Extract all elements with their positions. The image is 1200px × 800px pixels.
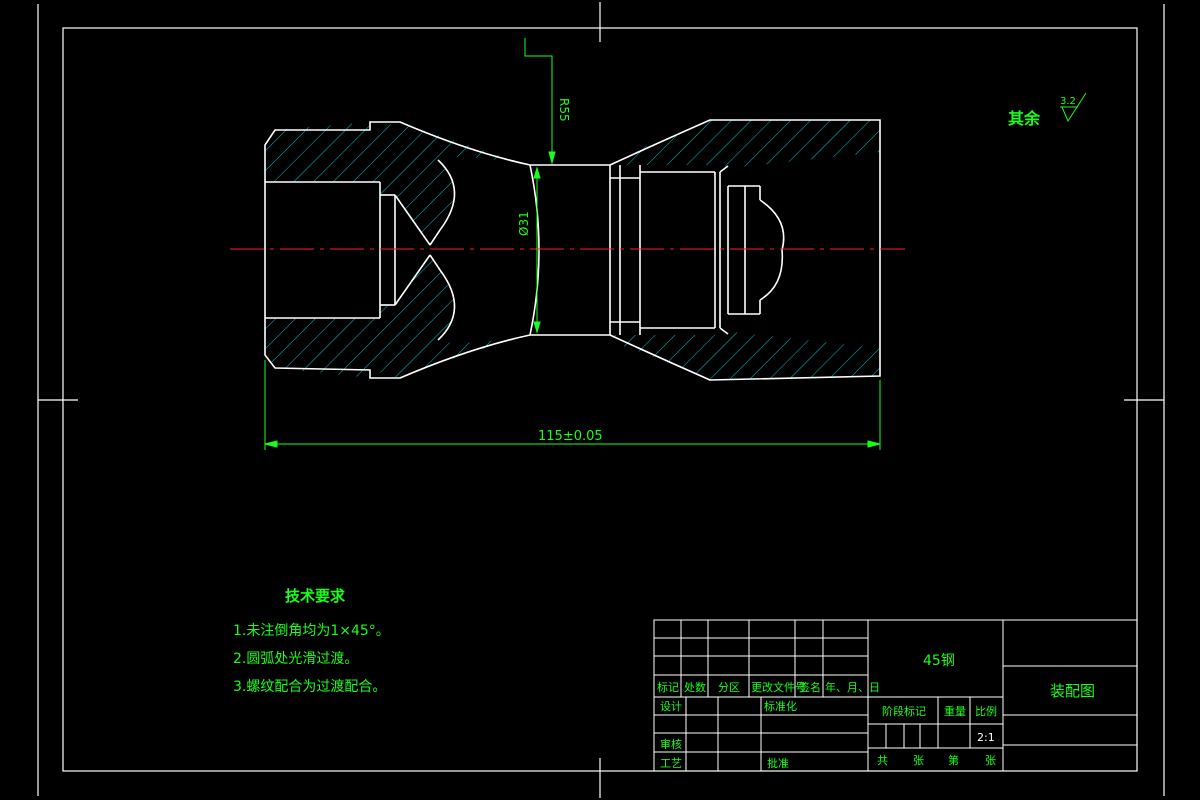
header-count: 处数 xyxy=(684,681,706,694)
title-block: 45钢 装配图 标记 处数 分区 更改文件号 签名 年、月、日 设计 标准化 审… xyxy=(653,619,1138,772)
header-mark: 标记 xyxy=(657,680,679,694)
diameter-dimension: Ø31 xyxy=(517,211,531,236)
label-process: 工艺 xyxy=(660,757,682,770)
header-zone: 分区 xyxy=(718,681,740,694)
length-dimension: 115±0.05 xyxy=(538,429,603,444)
tech-req-item-2: 2.圆弧处光滑过渡。 xyxy=(233,650,358,667)
scale-value: 2:1 xyxy=(977,731,995,744)
tech-req-item-3: 3.螺纹配合为过渡配合。 xyxy=(233,679,386,695)
label-stage-mark: 阶段标记 xyxy=(882,704,926,718)
label-sheets-2: 张 xyxy=(985,754,996,767)
tech-req-item-1: 1.未注倒角均为1×45°。 xyxy=(233,623,390,639)
label-total: 共 xyxy=(877,754,888,767)
tech-req-title: 技术要求 xyxy=(285,587,346,605)
label-review: 审核 xyxy=(660,737,682,751)
surface-finish-value: 3.2 xyxy=(1060,96,1076,107)
drawing-name: 装配图 xyxy=(1050,682,1095,700)
label-weight: 重量 xyxy=(944,704,966,718)
label-scale: 比例 xyxy=(975,704,997,718)
header-signature: 签名 xyxy=(799,680,821,694)
surface-finish-label: 其余 xyxy=(1008,109,1041,128)
part-outline xyxy=(264,119,881,381)
label-sheets-1: 张 xyxy=(913,754,924,767)
radius-dimension: R55 xyxy=(557,98,571,122)
section-hatching xyxy=(265,120,880,380)
header-change-doc: 更改文件号 xyxy=(751,680,806,694)
header-date: 年、月、日 xyxy=(825,680,880,694)
drawing-frame xyxy=(37,2,1165,798)
dimension-lines xyxy=(264,38,1087,450)
technical-requirements: 技术要求 1.未注倒角均为1×45°。 2.圆弧处光滑过渡。 3.螺纹配合为过渡… xyxy=(233,587,390,695)
label-design: 设计 xyxy=(660,700,682,713)
label-approval: 批准 xyxy=(767,756,789,770)
label-number: 第 xyxy=(948,753,959,767)
material: 45钢 xyxy=(923,653,955,669)
label-standardization: 标准化 xyxy=(764,699,797,713)
